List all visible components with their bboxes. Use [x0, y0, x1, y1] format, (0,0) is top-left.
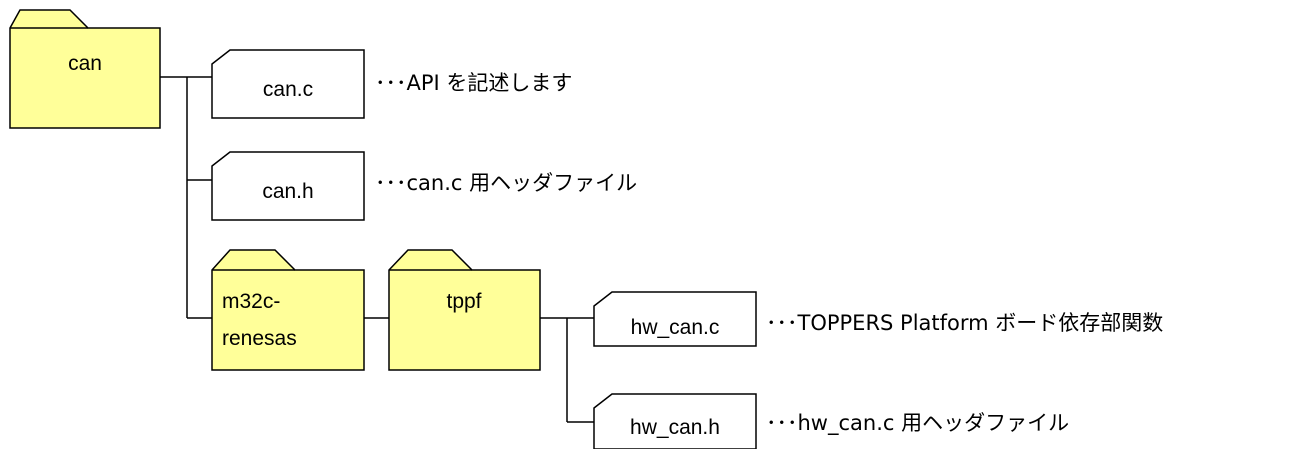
file-label-can-h: can.h — [262, 180, 313, 203]
folder-icon — [211, 249, 365, 371]
file-label-hw-can-c: hw_can.c — [631, 316, 720, 339]
folder-label-tppf: tppf — [446, 290, 481, 313]
note-can-h: ･･･can.c 用ヘッダファイル — [375, 171, 637, 195]
file-label-can-c: can.c — [263, 78, 313, 101]
file-hw-can-c: hw_can.c — [593, 291, 757, 347]
file-icon — [593, 291, 757, 347]
note-hw-can-c: ･･･TOPPERS Platform ボード依存部関数 — [766, 311, 1163, 335]
file-label-hw-can-h: hw_can.h — [630, 416, 720, 439]
file-can-h: can.h — [211, 151, 365, 221]
folder-tppf: tppf — [388, 249, 541, 371]
note-hw-can-h: ･･･hw_can.c 用ヘッダファイル — [766, 411, 1069, 436]
file-hw-can-h: hw_can.h — [593, 393, 757, 449]
file-icon — [211, 49, 365, 119]
folder-m32c-renesas: m32c- renesas — [211, 249, 365, 371]
file-icon — [211, 151, 365, 221]
folder-icon — [9, 9, 161, 129]
folder-label-can: can — [68, 52, 102, 75]
folder-icon — [388, 249, 541, 371]
folder-can: can — [9, 9, 161, 129]
note-can-c: ･･･API を記述します — [375, 71, 572, 95]
tree-connectors — [160, 76, 594, 423]
folder-label-m32c-line1: m32c- — [222, 290, 280, 313]
file-can-c: can.c — [211, 49, 365, 119]
file-icon — [593, 393, 757, 449]
folder-label-m32c-line2: renesas — [222, 327, 297, 350]
